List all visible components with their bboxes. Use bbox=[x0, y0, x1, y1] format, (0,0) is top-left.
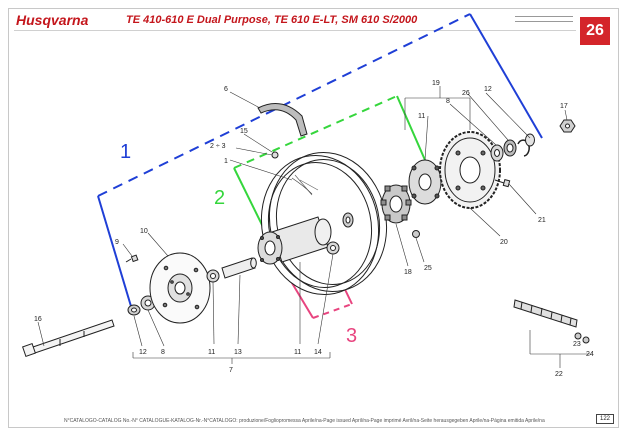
callout-7: 7 bbox=[229, 367, 233, 374]
group-2-label: 2 bbox=[214, 187, 225, 209]
disc-screw bbox=[125, 254, 139, 263]
footer-page-number: 122 bbox=[596, 414, 614, 424]
brake-disc bbox=[149, 252, 211, 324]
sprocket-screw bbox=[494, 178, 511, 188]
callout-8-right: 8 bbox=[446, 98, 450, 105]
callout-25: 25 bbox=[424, 265, 432, 272]
drive-chain bbox=[513, 299, 590, 344]
callout-17: 17 bbox=[560, 103, 568, 110]
callout-15: 15 bbox=[240, 128, 248, 135]
left-spacer bbox=[127, 304, 141, 316]
callout-1: 1 bbox=[224, 158, 228, 165]
group-2-top-dashed bbox=[233, 95, 398, 169]
callout-21: 21 bbox=[538, 217, 546, 224]
spacer-tube bbox=[221, 257, 257, 279]
group-3-bottom-dashed bbox=[312, 303, 353, 319]
right-spacer bbox=[342, 212, 354, 228]
group-1-label: 1 bbox=[120, 141, 131, 163]
callout-13: 13 bbox=[234, 349, 242, 356]
group-1-left-edge bbox=[97, 195, 134, 314]
callout-19: 19 bbox=[432, 80, 440, 87]
page-badge: 26 bbox=[580, 17, 610, 45]
rim-lock bbox=[257, 103, 308, 137]
callout-14: 14 bbox=[314, 349, 322, 356]
axle-nut bbox=[559, 119, 576, 133]
callout-16: 16 bbox=[34, 316, 42, 323]
header-rule bbox=[14, 30, 576, 31]
callout-6-top: 6 bbox=[224, 86, 228, 93]
rear-sprocket bbox=[439, 131, 501, 209]
callout-11-left: 11 bbox=[208, 349, 215, 356]
right-spacer-bush bbox=[525, 133, 535, 147]
leader-lines bbox=[37, 86, 590, 368]
callout-18: 18 bbox=[404, 269, 412, 276]
sprocket-carrier bbox=[408, 159, 442, 205]
oil-seal bbox=[503, 139, 517, 157]
callout-11-right: 11 bbox=[418, 113, 425, 120]
axle bbox=[22, 319, 115, 357]
group-3-label: 3 bbox=[346, 325, 357, 347]
callout-23: 23 bbox=[573, 341, 581, 348]
callout-12-right: 12 bbox=[484, 86, 492, 93]
carrier-nut bbox=[412, 230, 420, 238]
callout-26: 26 bbox=[462, 90, 470, 97]
callout-10: 10 bbox=[140, 228, 148, 235]
callout-8-left: 8 bbox=[161, 349, 165, 356]
valve-nut bbox=[271, 151, 279, 159]
callout-20: 20 bbox=[500, 239, 508, 246]
right-bearing bbox=[326, 241, 340, 255]
right-hub-bearing bbox=[490, 144, 504, 162]
group-2-right-edge bbox=[396, 95, 426, 161]
brand-logo: Husqvarna bbox=[16, 12, 89, 28]
center-bearing bbox=[206, 269, 220, 283]
callout-24: 24 bbox=[586, 351, 594, 358]
model-title: TE 410-610 E Dual Purpose, TE 610 E-LT, … bbox=[126, 14, 418, 26]
callout-9: 9 bbox=[115, 239, 119, 246]
flexible-coupling bbox=[380, 184, 412, 224]
footer-catalog-text: N°CATALOGO-CATALOG No.-N° CATALOGUE-KATA… bbox=[64, 418, 545, 424]
callout-11-center: 11 bbox=[294, 349, 301, 356]
callout-2-3: 2 ÷ 3 bbox=[210, 143, 226, 150]
page-frame bbox=[8, 8, 619, 428]
group-1-right-edge bbox=[469, 13, 543, 139]
callout-12-left: 12 bbox=[139, 349, 147, 356]
callout-22: 22 bbox=[555, 371, 563, 378]
edition-info bbox=[515, 12, 573, 22]
